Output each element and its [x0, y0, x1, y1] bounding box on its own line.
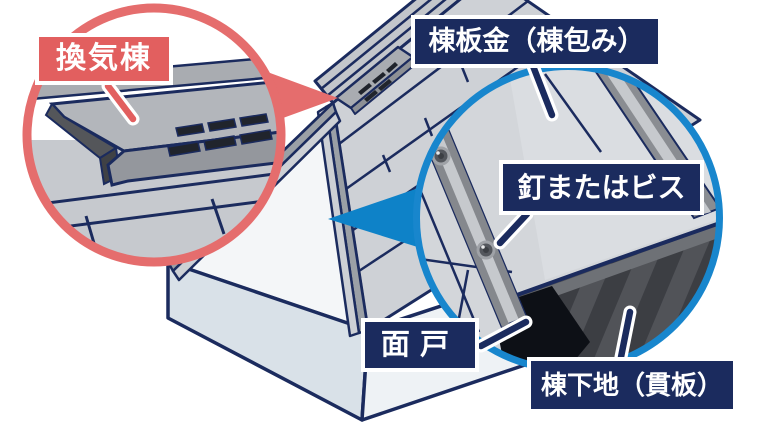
label-eave-filler: 面戸	[361, 318, 479, 372]
leader-lines	[101, 59, 637, 364]
red-magnifier-circle	[22, 3, 286, 267]
vent-slots-small	[358, 62, 398, 102]
leader-mendo	[477, 318, 530, 350]
vent-slots-large	[167, 113, 273, 157]
leader-ridge-base	[617, 308, 634, 361]
leader-nail	[496, 210, 531, 247]
label-nail-or-screw: 釘またはビス	[499, 160, 704, 215]
label-ridge-sheet-metal: 棟板金（棟包み）	[411, 15, 662, 68]
label-ridge-base: 棟下地（貫板）	[527, 357, 737, 413]
label-vent-ridge: 換気棟	[35, 33, 173, 85]
blue-pointer-wedge	[328, 182, 440, 254]
leader-ridge-metal	[529, 62, 556, 119]
ridge-vent-unit	[334, 45, 418, 115]
nail-2	[476, 240, 496, 260]
leader-vent-ridge	[104, 82, 137, 123]
